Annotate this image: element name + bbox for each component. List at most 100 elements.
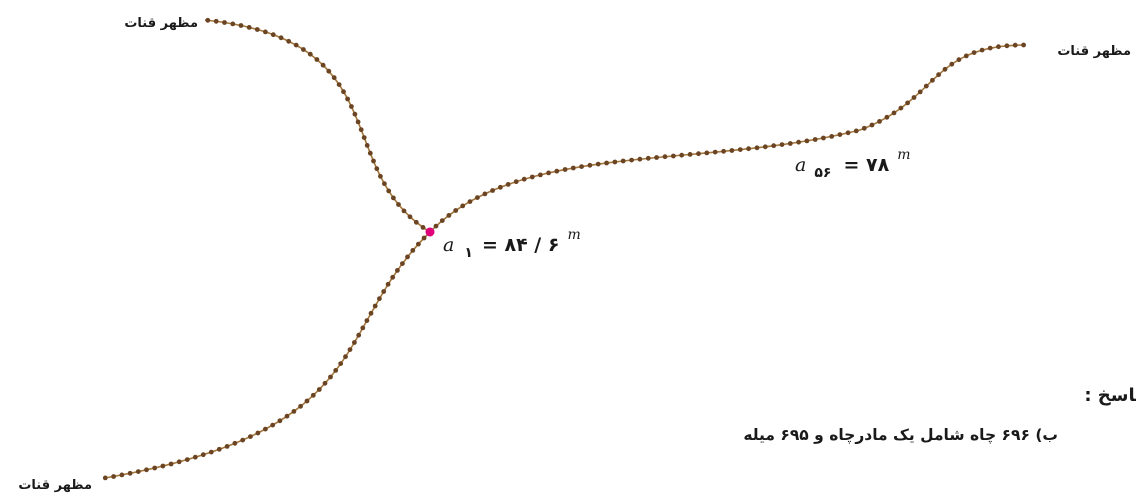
well-shaft (230, 21, 236, 27)
well-shaft (333, 368, 339, 373)
well-shaft (144, 467, 149, 473)
formula-variable: a (795, 154, 806, 176)
well-shaft (654, 155, 659, 160)
well-shaft (298, 403, 303, 409)
formula-value: = ۷۸ (844, 154, 890, 176)
outlet-label-right: مظهر قنات (1057, 44, 1131, 59)
well-shaft (861, 125, 867, 131)
well-shaft (956, 57, 962, 63)
well-shaft (254, 27, 260, 32)
well-shaft (475, 195, 480, 201)
well-shaft (979, 47, 985, 53)
well-shaft (612, 159, 618, 165)
well-shaft (407, 214, 413, 220)
well-shaft (286, 38, 292, 44)
well-shaft (884, 114, 890, 120)
qanat-branches (102, 17, 1026, 481)
well-shaft (971, 50, 977, 55)
well-shaft (410, 248, 416, 253)
well-shaft (127, 470, 133, 476)
branch-top-left (204, 19, 431, 233)
well-shaft (301, 47, 306, 52)
well-shaft (338, 361, 344, 366)
well-shaft (637, 156, 643, 162)
outlet-label-bottom-left: مظهر قنات (18, 478, 92, 493)
well-shaft (721, 148, 726, 154)
well-shaft (111, 474, 116, 479)
well-shaft (328, 374, 333, 380)
well-shaft (421, 235, 427, 241)
formula-variable: a (443, 234, 454, 256)
well-shaft (278, 35, 284, 41)
well-shaft (917, 89, 923, 95)
well-shaft (433, 223, 439, 229)
well-shaft (891, 110, 897, 116)
well-shaft (263, 426, 268, 432)
well-shaft (176, 459, 182, 465)
well-shaft (490, 188, 495, 193)
well-shaft (877, 119, 882, 124)
well-shaft (420, 225, 426, 230)
well-shaft (352, 340, 357, 345)
formula-unit: m (568, 227, 581, 243)
branch-bottom-left (104, 231, 431, 479)
well-shaft (255, 430, 261, 436)
well-shaft (216, 446, 222, 452)
well-shaft (746, 146, 751, 152)
well-shaft (413, 219, 419, 225)
mother-well-marker (425, 227, 435, 237)
well-shaft (184, 457, 190, 462)
well-shaft (645, 155, 651, 161)
well-shaft (246, 25, 252, 30)
well-shaft (1004, 43, 1010, 49)
well-shaft (949, 61, 955, 67)
well-shaft (446, 213, 452, 218)
well-shaft (386, 188, 392, 194)
well-shaft (439, 218, 445, 224)
well-shaft (923, 83, 929, 89)
well-shaft (316, 387, 322, 392)
well-shaft (205, 17, 211, 23)
well-shaft (460, 203, 466, 209)
well-shaft (343, 354, 348, 360)
well-shaft (367, 150, 373, 156)
well-shaft (837, 132, 843, 138)
well-shaft (356, 332, 362, 338)
well-shaft (349, 104, 354, 109)
well-shaft (307, 51, 313, 57)
well-shaft (331, 75, 337, 81)
well-shaft (529, 174, 535, 180)
well-shaft (942, 66, 948, 72)
well-shaft (845, 130, 851, 136)
well-shaft (671, 153, 676, 159)
well-shaft (812, 137, 818, 142)
well-shaft (263, 29, 268, 35)
well-shaft (160, 463, 166, 469)
well-shaft (712, 149, 718, 155)
well-shaft (326, 68, 332, 74)
well-shaft (538, 172, 543, 178)
well-shaft (395, 268, 400, 273)
well-shaft (248, 434, 253, 439)
well-shaft (119, 472, 125, 478)
well-shaft (270, 32, 276, 38)
well-shaft (704, 150, 710, 156)
well-shaft (347, 347, 353, 352)
well-shaft (754, 145, 760, 151)
well-shaft (396, 202, 401, 207)
well-shaft (372, 303, 378, 309)
well-shaft (224, 444, 230, 449)
well-shaft (771, 143, 777, 149)
well-shaft (310, 392, 316, 398)
well-shaft (467, 199, 473, 205)
well-shaft (168, 461, 174, 467)
well-shaft (345, 96, 350, 102)
well-shaft (521, 176, 527, 182)
well-shaft (737, 147, 743, 153)
well-shaft (629, 157, 634, 163)
well-shaft (587, 162, 593, 168)
well-shaft (314, 57, 320, 62)
well-shaft (401, 208, 407, 214)
well-shaft (293, 42, 299, 48)
